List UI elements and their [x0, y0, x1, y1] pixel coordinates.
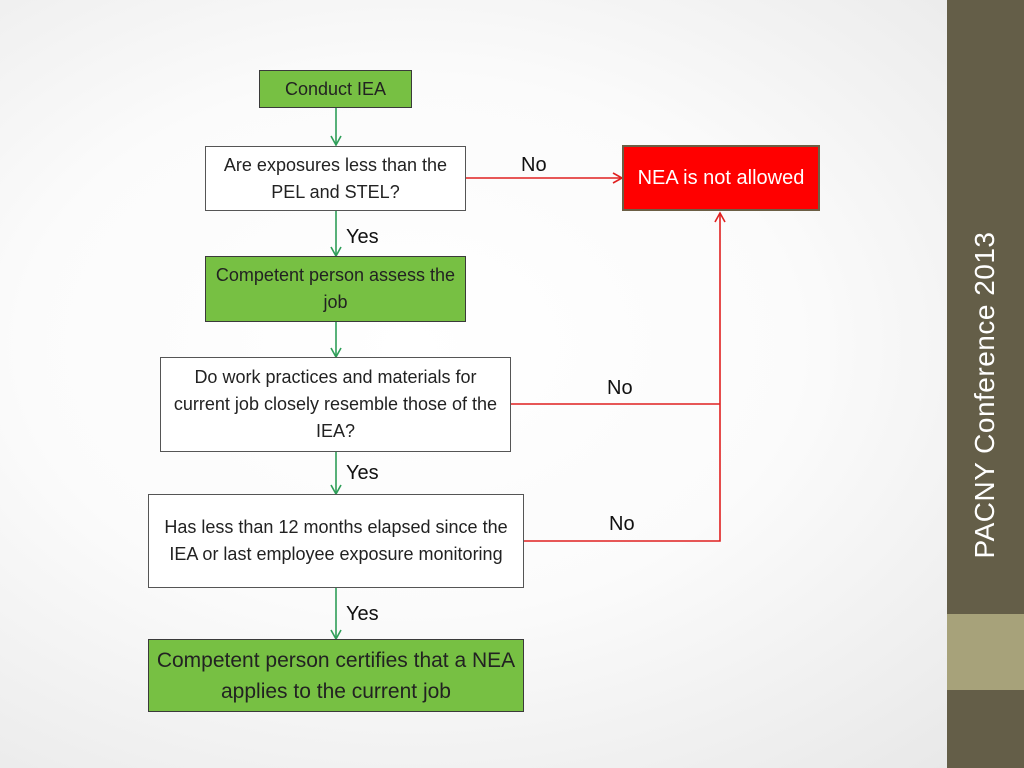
question-exposures-below-pel: Are exposures less than the PEL and STEL… — [205, 146, 466, 211]
outcome-nea-not-allowed: NEA is not allowed — [622, 145, 820, 211]
arrow-q3-no — [524, 211, 726, 542]
label-q2-no: No — [607, 377, 633, 399]
label-q3-yes: Yes — [346, 603, 379, 625]
question-work-practices-resemble: Do work practices and materials for curr… — [160, 357, 511, 452]
question-months-elapsed: Has less than 12 months elapsed since th… — [148, 494, 524, 588]
label-q1-yes: Yes — [346, 226, 379, 248]
label-q1-no: No — [521, 154, 547, 176]
step-competent-person-assess: Competent person assess the job — [205, 256, 466, 322]
label-q3-no: No — [609, 513, 635, 535]
sidebar-band — [947, 614, 1024, 690]
label-q2-yes: Yes — [346, 462, 379, 484]
outcome-nea-certified: Competent person certifies that a NEA ap… — [148, 639, 524, 712]
step-conduct-iea: Conduct IEA — [259, 70, 412, 108]
